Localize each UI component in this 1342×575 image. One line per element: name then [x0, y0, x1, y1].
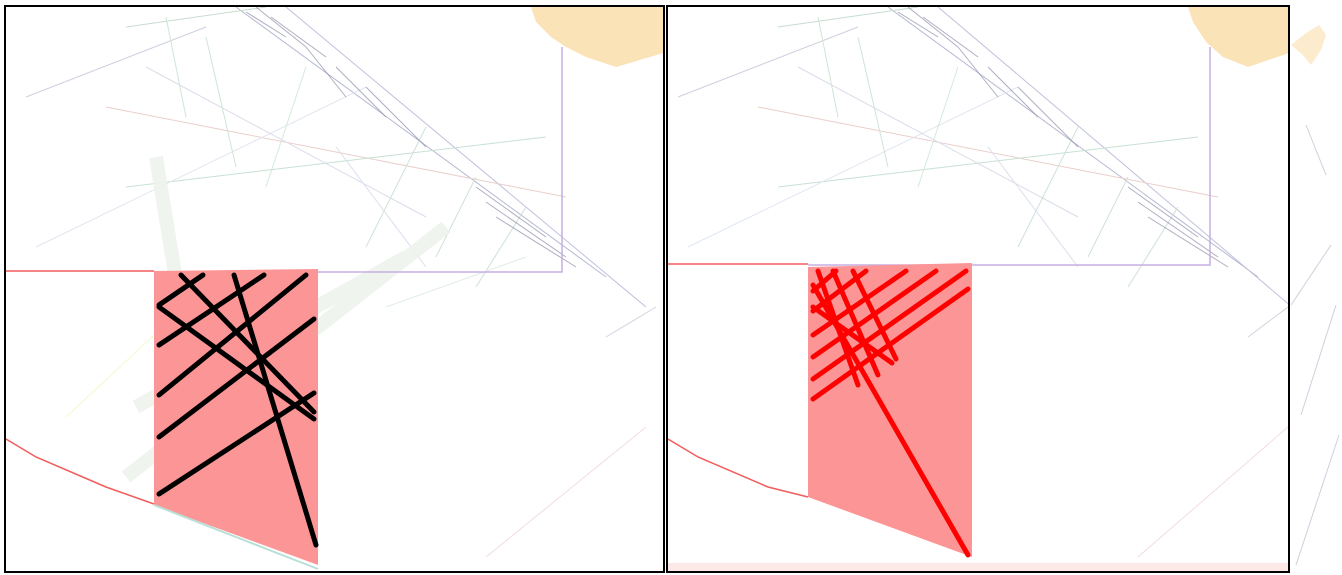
map-panel-3	[1291, 5, 1342, 573]
survey-block	[154, 269, 318, 565]
map-panel-1	[4, 5, 665, 573]
land-shape	[1188, 7, 1288, 67]
red-boundary-bottom	[6, 438, 155, 505]
background-survey-tracks	[1291, 124, 1340, 566]
red-boundary-bottom	[668, 438, 809, 498]
land-shape	[1291, 25, 1326, 65]
map-canvas-2	[668, 7, 1288, 571]
map-canvas-1	[6, 7, 663, 570]
dense-survey-cluster	[897, 7, 1229, 268]
survey-block	[808, 263, 972, 557]
survey-lines-red	[810, 268, 971, 558]
background-survey-tracks	[677, 7, 1288, 558]
background-survey-tracks	[25, 7, 657, 558]
map-canvas-3	[1291, 25, 1340, 566]
survey-lines-black	[156, 272, 319, 548]
dense-survey-cluster	[245, 7, 577, 268]
map-panel-2	[666, 5, 1290, 573]
block-edge	[153, 504, 319, 570]
land-shape	[531, 7, 663, 67]
